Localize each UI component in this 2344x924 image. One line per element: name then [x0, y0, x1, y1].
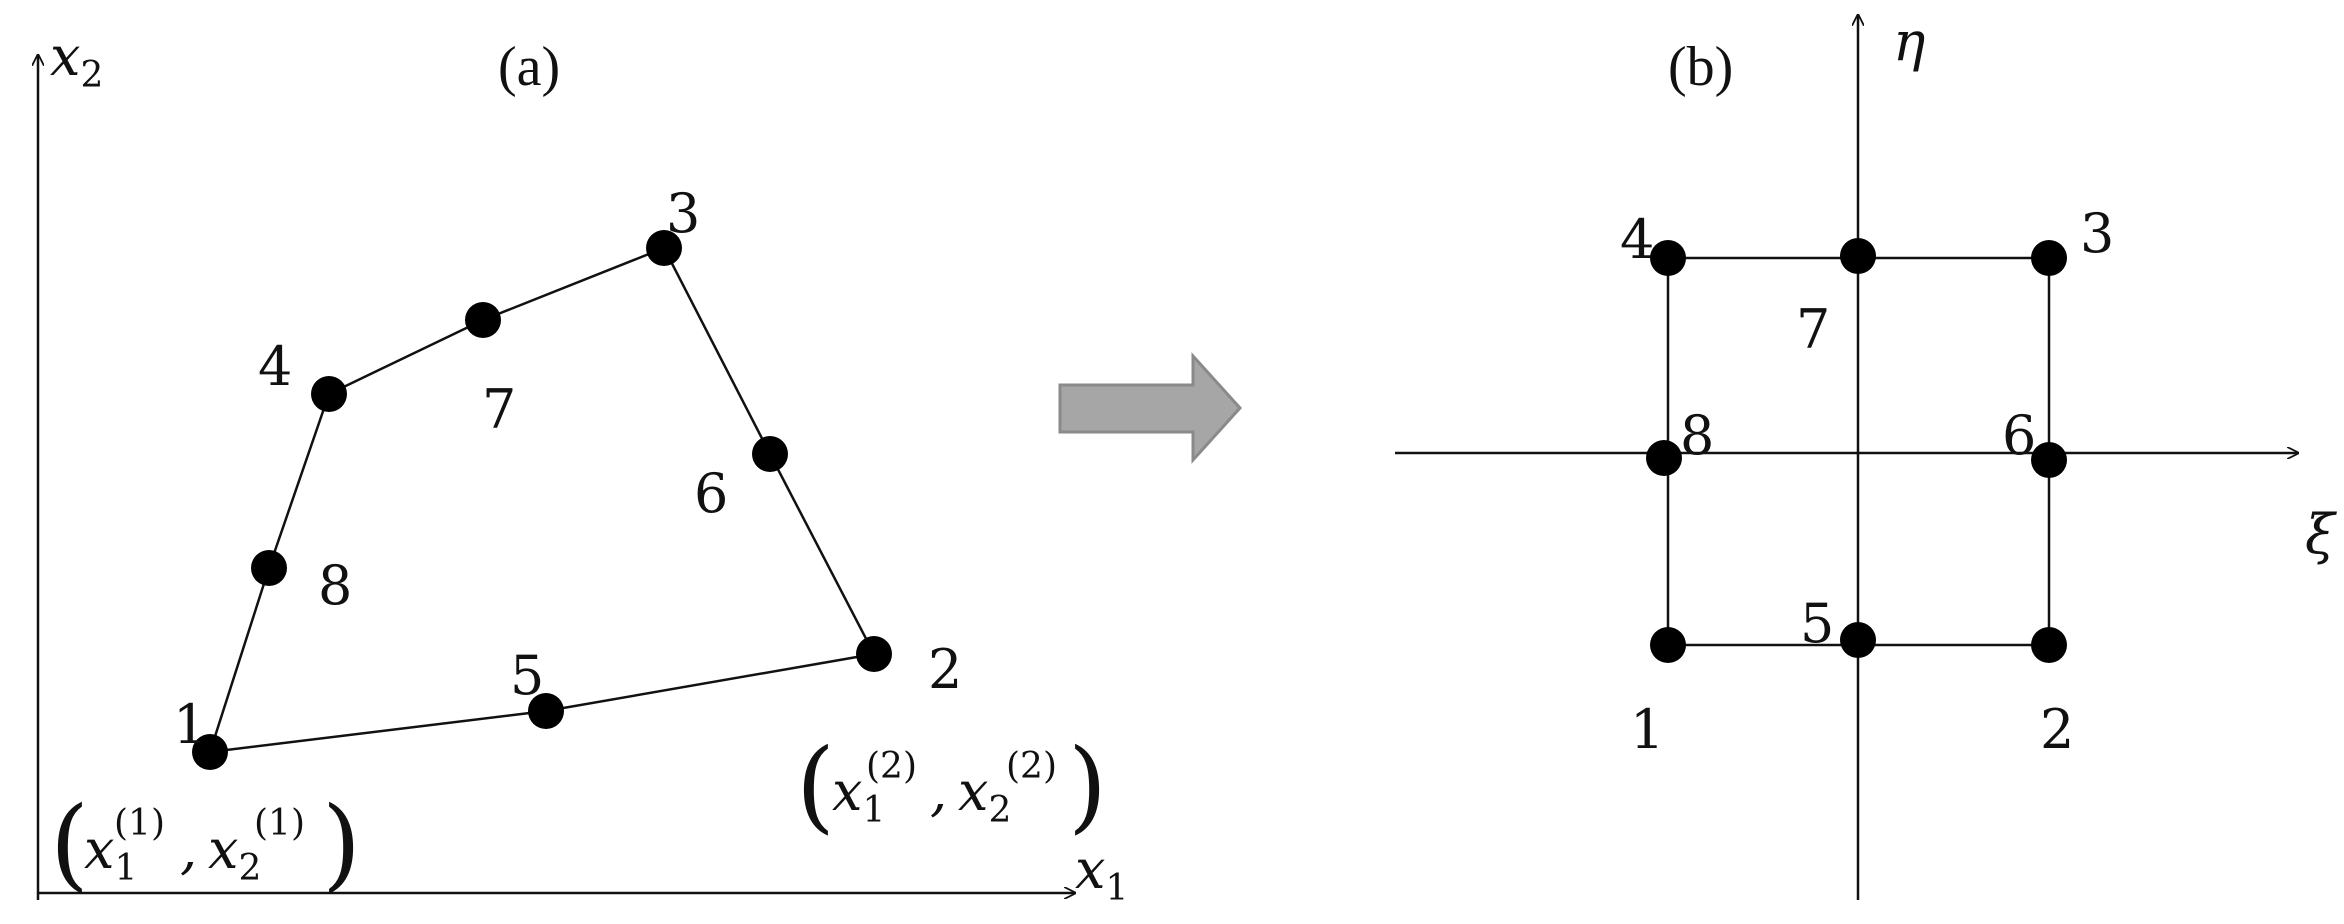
node-b-3-label: 3: [2080, 202, 2114, 265]
svg-text:): ): [322, 785, 361, 902]
node-b-6: [2031, 442, 2067, 478]
node-b-1-label: 1: [1630, 698, 1664, 761]
mapping-arrow: [1058, 352, 1243, 464]
svg-text:(2): (2): [1006, 746, 1057, 787]
node-b-4: [1650, 240, 1686, 276]
svg-text:x2: x2: [208, 818, 261, 889]
node-a-3-label: 3: [666, 182, 700, 245]
node-a-2-label: 2: [928, 638, 962, 701]
node-b-3: [2031, 240, 2067, 276]
node-b-7: [1840, 238, 1876, 274]
node-a-5-label: 5: [510, 644, 544, 707]
node-b-2-label: 2: [2040, 698, 2074, 761]
node-b-1: [1650, 627, 1686, 663]
svg-text:(: (: [50, 785, 89, 902]
node-a-8: [251, 550, 287, 586]
node-b-7-label: 7: [1796, 298, 1830, 361]
xi-label: ξ: [2305, 503, 2337, 566]
svg-text:(1): (1): [114, 803, 165, 844]
panel-b-label: (b): [1668, 36, 1733, 98]
node-1-coordinates: ( x1 (1) , x2 (1) ): [50, 785, 361, 902]
svg-text:,: ,: [930, 760, 947, 823]
node-b-6-label: 6: [2002, 404, 2036, 467]
svg-text:x1: x1: [832, 760, 885, 831]
node-a-4: [311, 376, 347, 412]
svg-text:(2): (2): [866, 746, 917, 787]
panel-b: η ξ (b) 1 2 3 4 5 6 7 8: [1395, 10, 2337, 900]
svg-text:x1: x1: [84, 818, 137, 889]
node-b-5: [1840, 622, 1876, 658]
node-a-7-label: 7: [482, 378, 516, 441]
node-a-6-label: 6: [694, 462, 728, 525]
node-a-1-label: 1: [173, 693, 207, 756]
node-b-4-label: 4: [1620, 208, 1654, 271]
eta-label: η: [1893, 10, 1925, 73]
x1-axis-label: x1: [1075, 838, 1128, 909]
svg-text:x2: x2: [958, 760, 1011, 831]
x2-axis-label: x2: [50, 25, 103, 96]
svg-text:): ): [1068, 727, 1107, 844]
svg-text:,: ,: [180, 818, 197, 881]
node-a-2: [856, 636, 892, 672]
node-b-8-label: 8: [1680, 404, 1714, 467]
panel-a: x2 x1 (a) 1 2 3 4 5 6 7 8 ( x1 (1) ,: [38, 25, 1128, 909]
node-a-5: [528, 693, 564, 729]
node-a-1: [192, 734, 228, 770]
panel-a-label: (a): [498, 36, 560, 98]
node-a-3: [646, 230, 682, 266]
node-a-8-label: 8: [318, 554, 352, 617]
svg-text:(: (: [796, 727, 835, 844]
node-b-8: [1646, 440, 1682, 476]
svg-text:(1): (1): [254, 803, 305, 844]
node-2-coordinates: ( x1 (2) , x2 (2) ): [796, 727, 1107, 844]
node-a-6: [752, 436, 788, 472]
node-b-2: [2031, 627, 2067, 663]
node-a-7: [465, 302, 501, 338]
node-b-5-label: 5: [1800, 592, 1834, 655]
node-a-4-label: 4: [258, 335, 292, 398]
